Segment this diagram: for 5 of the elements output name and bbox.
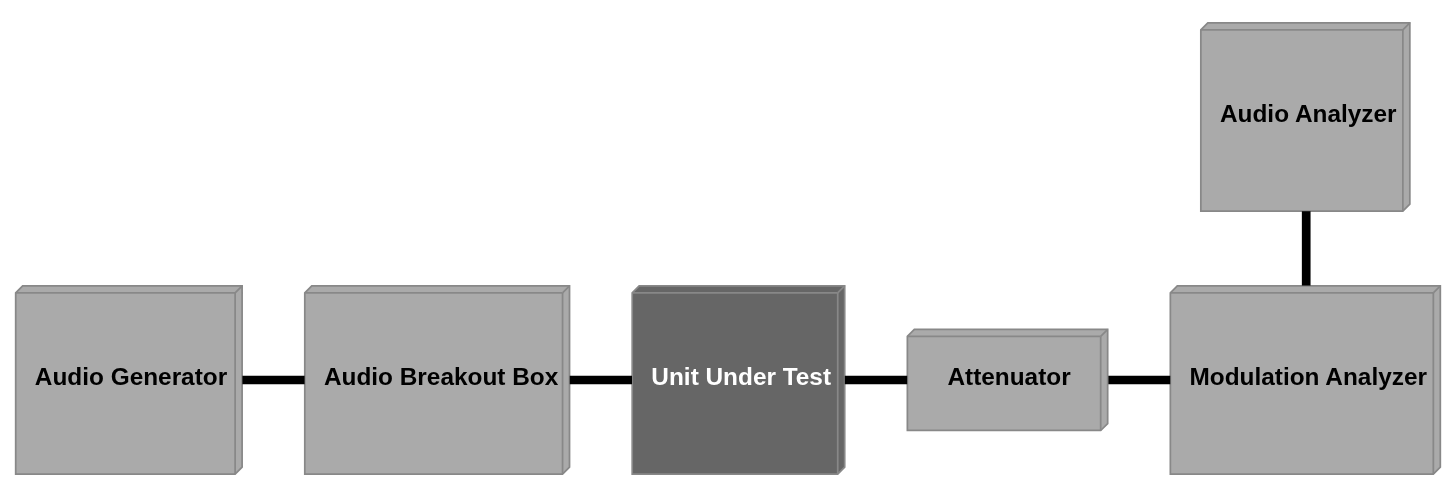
connector: [1108, 375, 1171, 384]
connector: [1301, 210, 1311, 286]
connector: [242, 375, 305, 384]
connector: [844, 375, 908, 384]
connector: [569, 375, 633, 384]
